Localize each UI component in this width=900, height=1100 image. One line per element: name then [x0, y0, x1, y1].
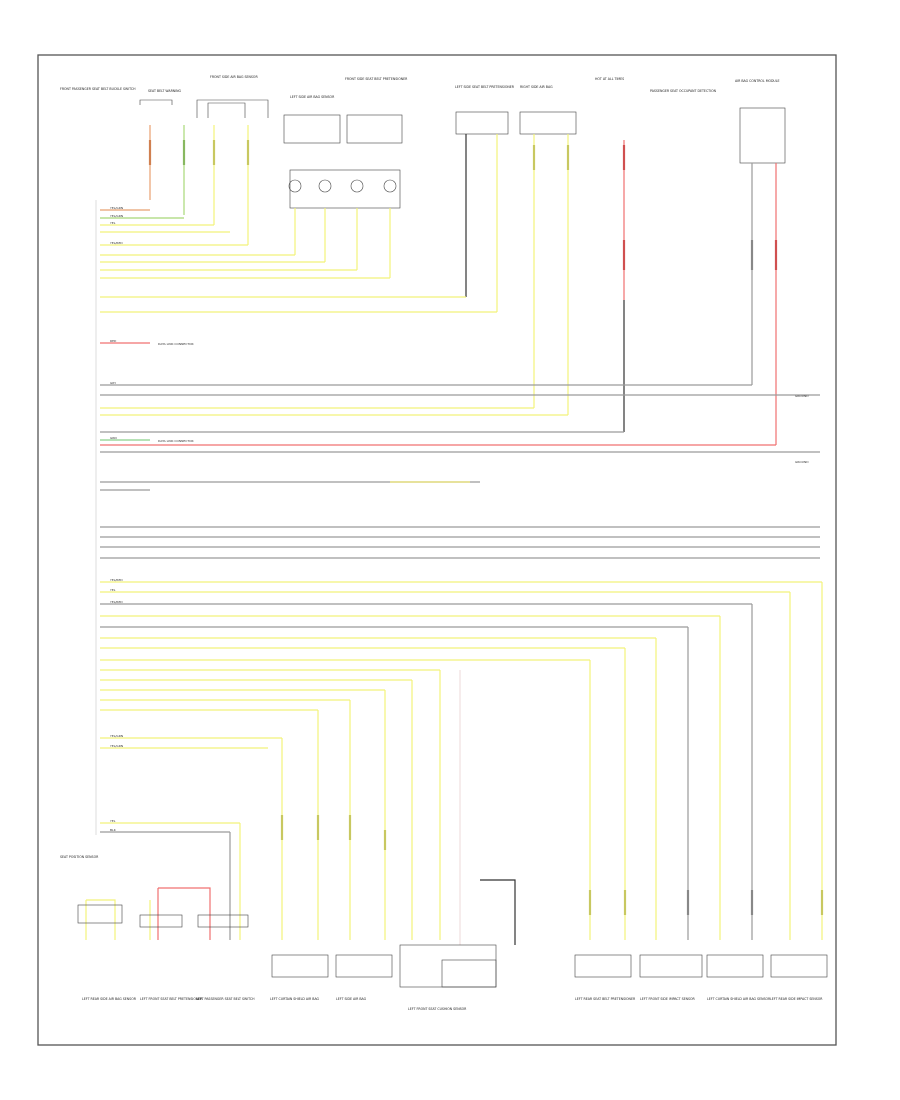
wire-label: GRN: [110, 436, 117, 440]
wire-label: YEL: [110, 221, 116, 225]
component-box: [706, 954, 764, 978]
component-label: LEFT REAR SIDE IMPACT SENSOR: [770, 997, 823, 1001]
wire-label: YEL/RED: [110, 241, 123, 245]
component-bracket: [139, 99, 173, 105]
note-data-link: DATA LINK CONNECTOR: [158, 342, 194, 346]
component-label: LEFT REAR SIDE AIR BAG SENSOR: [82, 997, 137, 1001]
component-box: [574, 954, 632, 978]
component-label: LEFT FRONT SEAT CUSHION SENSOR: [408, 1007, 467, 1011]
bottom-components: [77, 904, 828, 988]
top-components: FRONT PASSENGER SEAT BELT BUCKLE SWITCH …: [60, 75, 786, 209]
vertical-drops-top: [149, 125, 777, 445]
component-label-front-side-sensor: FRONT SIDE AIR BAG SENSOR: [210, 75, 258, 79]
connector-markers: [148, 140, 824, 915]
bottom-component-labels: SEAT POSITION SENSOR LEFT REAR SIDE AIR …: [60, 855, 823, 1011]
diagram-frame: [37, 54, 837, 1046]
component-box: [639, 954, 703, 978]
middle-bus: [100, 526, 820, 559]
lower-bus: [85, 581, 823, 945]
component-box: [139, 914, 183, 928]
wire-label: YEL/GRN: [110, 744, 123, 748]
wire-label: BLK: [110, 828, 117, 832]
component-label: LEFT PASSENGER SEAT BELT SWITCH: [196, 997, 255, 1001]
lower-bus-labels: YEL/RED YEL YEL/RED YEL/GRN YEL/GRN YEL …: [110, 578, 123, 832]
component-label-front-side-pretensioner: FRONT SIDE SEAT BELT PRETENSIONER: [345, 77, 408, 81]
wire-label: YEL/GRN: [110, 734, 123, 738]
component-label: LEFT CURTAIN SHIELD AIR BAG SENSOR: [707, 997, 771, 1001]
squib-connector: [350, 179, 364, 193]
component-box: [77, 904, 123, 924]
component-label-front-passenger-buckle: FRONT PASSENGER SEAT BELT BUCKLE SWITCH: [60, 87, 136, 91]
squib-connector: [288, 179, 302, 193]
wire-label: YEL/RED: [110, 600, 123, 604]
component-label-occupant-detection: PASSENGER SEAT OCCUPANT DETECTION: [650, 89, 717, 93]
component-label: LEFT FRONT SIDE IMPACT SENSOR: [640, 997, 696, 1001]
squib-connector: [383, 179, 397, 193]
wire-label: YEL/GRN: [110, 214, 123, 218]
wire-label: RED: [110, 339, 117, 343]
component-label-hot-at-all-times: HOT AT ALL TIMES: [595, 77, 624, 81]
wire-segment: [86, 899, 116, 940]
component-box: [271, 954, 329, 978]
wire-segment: [158, 887, 211, 940]
component-label-seat-belt-warning: SEAT BELT WARNING: [148, 89, 182, 93]
component-label: LEFT SIDE AIR BAG: [336, 997, 367, 1001]
component-box: [335, 954, 393, 978]
wire-label: YEL/GRN: [110, 206, 123, 210]
pretensioner-connector-block: [289, 169, 401, 209]
component-label: LEFT FRONT SEAT BELT PRETENSIONER: [140, 997, 203, 1001]
component-box: [197, 914, 249, 928]
sensor-box-front: [346, 114, 403, 144]
component-label-left-side-pretensioner: LEFT SIDE SEAT BELT PRETENSIONER: [455, 85, 515, 89]
component-label-group: FRONT PASSENGER SEAT BELT BUCKLE SWITCH …: [60, 75, 780, 99]
wire-label: YEL: [110, 819, 116, 823]
component-label: SEAT POSITION SENSOR: [60, 855, 99, 859]
note-ground: GROUND: [795, 394, 809, 398]
component-bracket: [207, 102, 246, 118]
upper-bus-labels: YEL/GRN YEL/GRN YEL YEL/RED RED GRY GRN …: [110, 206, 809, 464]
wire-label: GRY: [110, 381, 116, 385]
component-label: LEFT CURTAIN SHIELD AIR BAG: [270, 997, 320, 1001]
sensor-box-left-side: [455, 111, 509, 135]
component-box-center-module: [399, 944, 497, 988]
control-module-box: [739, 107, 786, 164]
component-box: [441, 959, 497, 988]
wire-label: YEL: [110, 588, 116, 592]
component-label-air-bag-control: AIR BAG CONTROL MODULE: [735, 79, 780, 83]
note-body-ecu: DATA LINK CONNECTOR: [158, 439, 194, 443]
component-label-left-side-sensor: LEFT SIDE AIR BAG SENSOR: [290, 95, 335, 99]
sensor-box-right-side: [519, 111, 577, 135]
wire-segment: [480, 879, 516, 945]
component-bracket: [196, 99, 269, 118]
wire-label: YEL/RED: [110, 578, 123, 582]
squib-connector: [318, 179, 332, 193]
component-label: LEFT REAR SEAT BELT PRETENSIONER: [575, 997, 636, 1001]
component-label-right-side-air-bag: RIGHT SIDE AIR BAG: [520, 85, 553, 89]
upper-bus: [100, 185, 820, 491]
note-ground-2: GROUND: [795, 460, 809, 464]
component-box: [770, 954, 828, 978]
sensor-box-left: [283, 114, 341, 144]
